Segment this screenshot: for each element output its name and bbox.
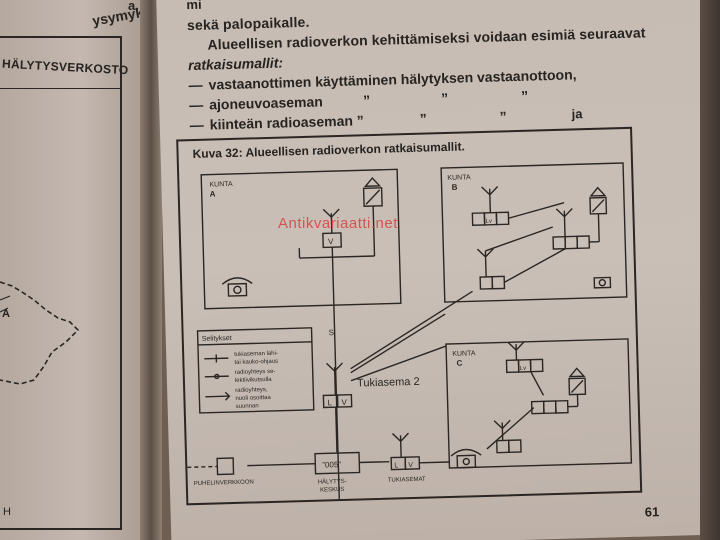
right-page: mi sekä palopaikalle. Alueellisen radiov… (156, 0, 720, 540)
left-page: ysymyk. a. HÄLYTYSVERKOSTO A H (0, 0, 148, 540)
halytyskeskus-label-1: HÄLYTYS- (318, 478, 347, 486)
option-3-dash: — (189, 116, 205, 134)
tukiasemat-l: L (394, 462, 398, 469)
option-2-dash: — (189, 96, 204, 114)
kunta-c-label: KUNTA (452, 350, 476, 358)
map-title-underline (0, 88, 120, 89)
legend-title: Selitykset (202, 335, 232, 343)
option-1-dash: — (188, 76, 203, 94)
halytyskeskus-code: ”005” (322, 460, 341, 470)
option-3-text: kiinteän radioaseman ” (209, 112, 365, 133)
text-line-3: ratkaisumallit: (187, 54, 284, 74)
legend-item-3: radioyhteys se- (235, 369, 276, 376)
legend-item-6: nuoli osoittaa (235, 395, 271, 402)
tukiasema-label: Tukiasema 2 (357, 376, 420, 390)
line-s-label: S (329, 328, 335, 337)
kunta-a-frame (200, 168, 402, 310)
watermark: Antikvariaatti.net (278, 215, 398, 232)
map-frame (0, 36, 122, 530)
option-3-mark-2: ” (499, 108, 507, 125)
halytyskeskus-label-2: KESKUS (320, 487, 345, 494)
kunta-a-label: KUNTA (209, 181, 233, 189)
page-number: 61 (644, 504, 660, 520)
legend-frame (196, 327, 315, 414)
kunta-c-lv: Lv (520, 366, 527, 372)
kunta-b-letter: B (451, 183, 457, 192)
figure-frame: Kuva 32: Alueellisen radioverkon ratkais… (176, 126, 643, 506)
option-2-mark-2: ” (440, 89, 449, 107)
legend-item-1: tukiaseman lähi- (234, 351, 278, 358)
legend-item-5: radioyhteys, (235, 387, 268, 394)
tukiasemat-label: TUKIASEMAT (388, 477, 426, 484)
kunta-a-letter: A (210, 189, 216, 198)
text-line-1: sekä palopaikalle. (186, 13, 310, 34)
option-3-mark-1: ” (419, 110, 427, 127)
kunta-a-v: V (328, 237, 334, 246)
map-label: A (2, 308, 10, 320)
legend-item-4: lektiivikutsulla (235, 377, 272, 384)
left-top-fragment-2: a. (128, 0, 139, 13)
option-2-text: ajoneuvoaseman (208, 93, 324, 113)
book-edge (700, 0, 720, 540)
option-2-mark-1: ” (362, 92, 371, 109)
diagram-svg: KUNTA A KUNTA B KUNTA C V Selitykset tuk… (187, 162, 633, 504)
option-3-mark-3: ja (571, 106, 583, 122)
book-gutter (140, 0, 162, 540)
puhelinverkkoon-label: PUHELINVERKKOON (194, 479, 254, 487)
kunta-b-frame (440, 162, 628, 303)
kunta-c-letter: C (456, 359, 462, 368)
map-drawing (0, 281, 80, 385)
left-bottom-fragment: H (3, 506, 11, 518)
option-2-mark-3: ” (520, 87, 529, 104)
text-line-0: mi (186, 0, 202, 13)
kunta-b-label: KUNTA (447, 174, 471, 182)
legend-item-2: tai kauko-ohjaus (234, 359, 278, 366)
kunta-c-frame (445, 338, 633, 469)
kunta-b-lv: Lv (486, 219, 493, 225)
legend-item-7: suunnan (236, 403, 259, 410)
tukiasema-l: L (327, 398, 332, 407)
tukiasemat-v: V (408, 462, 413, 469)
tukiasema-v: V (341, 398, 347, 407)
